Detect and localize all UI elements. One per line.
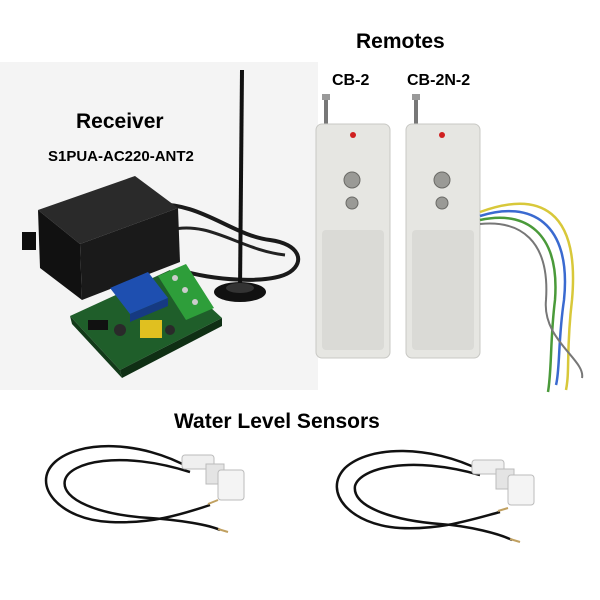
- wire-blue: [479, 209, 567, 386]
- pcb-edge: [70, 316, 122, 378]
- sensor-wire-tip: [217, 528, 229, 533]
- terminal-screw: [192, 299, 198, 305]
- sensor-wire-tip: [497, 507, 509, 512]
- ic-chip: [88, 320, 108, 330]
- adapter-cable: [149, 202, 301, 282]
- remote-button-1: [343, 171, 361, 189]
- remote-cb-2-label: CB-2: [332, 72, 370, 89]
- remote-cb-2n-2: [405, 94, 584, 393]
- remote-button-2: [345, 196, 359, 210]
- wire-gray: [479, 222, 584, 379]
- sensor-wire-tip: [207, 499, 219, 505]
- remote-panel: [322, 230, 384, 350]
- wire-yellow: [479, 202, 575, 391]
- relay-side: [130, 298, 168, 322]
- power-adapter-front: [38, 210, 82, 300]
- remote-cb-2: [315, 94, 391, 359]
- remote-panel: [412, 230, 474, 350]
- remote-antenna-tip: [412, 94, 420, 100]
- remote-button-2: [435, 196, 449, 210]
- capacitor: [165, 325, 175, 335]
- remote-button-1: [433, 171, 451, 189]
- transformer: [140, 320, 162, 338]
- water-level-sensor-right: [335, 449, 535, 543]
- power-adapter-top: [38, 176, 178, 244]
- remote-led: [350, 132, 356, 138]
- terminal-screw: [172, 275, 178, 281]
- adapter-plug: [22, 232, 36, 250]
- antenna-base-top: [226, 283, 254, 293]
- pcb-edge-2: [120, 318, 222, 378]
- sensor-float: [507, 474, 535, 506]
- remotes-title: Remotes: [356, 30, 445, 53]
- remote-cb-2n-2-label: CB-2N-2: [407, 72, 471, 89]
- remote-antenna-tip: [322, 94, 330, 100]
- relay: [110, 272, 168, 314]
- wire-green: [479, 216, 557, 393]
- power-adapter-side: [80, 208, 180, 300]
- capacitor: [114, 324, 126, 336]
- sensor-wire-tip: [509, 538, 521, 543]
- receiver-title: Receiver: [76, 110, 164, 133]
- antenna-whip: [238, 69, 244, 291]
- terminal-screw: [182, 287, 188, 293]
- sensor-float: [217, 469, 245, 501]
- remote-led: [439, 132, 445, 138]
- receiver-photo: [22, 69, 301, 378]
- adapter-cable-2: [169, 226, 286, 257]
- sensor-cable-2: [63, 458, 221, 532]
- water-level-sensor-left: [44, 444, 245, 533]
- sensor-cable-2: [353, 463, 513, 542]
- receiver-model-label: S1PUA-AC220-ANT2: [48, 148, 194, 165]
- water-level-sensors-title: Water Level Sensors: [174, 410, 380, 433]
